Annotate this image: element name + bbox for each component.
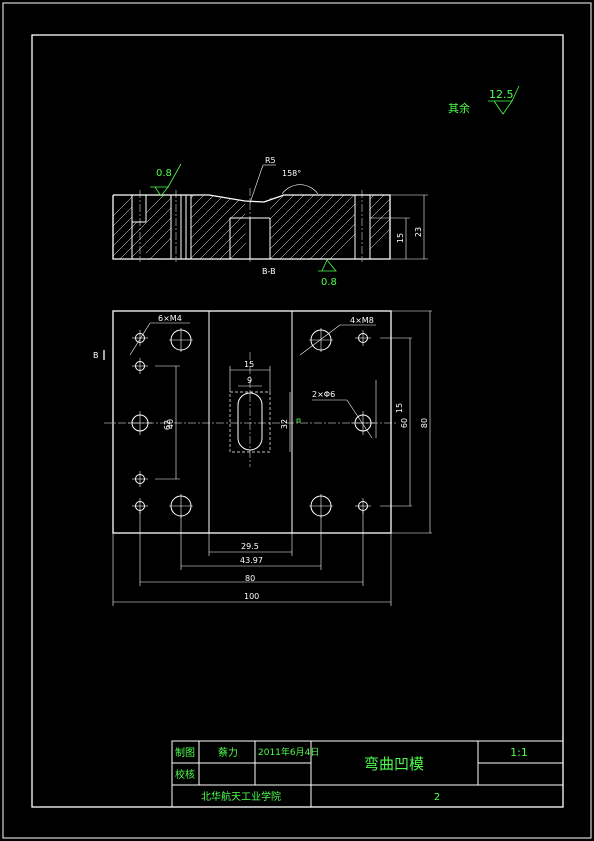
title-block: 制图 蔡力 2011年6月4日 校核 弯曲凹模 1:1 北华航天工业学院 2	[171, 740, 564, 808]
dim-29-5: 29.5	[241, 542, 259, 551]
hole	[169, 328, 193, 352]
roughness-other: 其余 12.5	[448, 85, 520, 115]
roughness-other-label: 其余	[448, 101, 470, 115]
roughness-section-top: 0.8	[156, 168, 172, 179]
hole	[132, 358, 148, 374]
hole	[351, 411, 375, 435]
inner-frame	[31, 34, 564, 808]
scale: 1:1	[510, 746, 528, 759]
dim-80: 80	[245, 574, 255, 583]
section-view: 23 15 R5 158° 0.8 0.8 B-B	[112, 156, 428, 288]
drawing-date: 2011年6月4日	[258, 746, 319, 758]
hole	[132, 471, 148, 487]
checked-label: 校核	[175, 768, 195, 781]
section-height-inner: 15	[396, 233, 405, 243]
dim-9: 9	[247, 376, 252, 385]
hole	[128, 411, 152, 435]
dim-62: 62	[163, 420, 172, 430]
roughness-section-bottom: 0.8	[321, 277, 337, 288]
hole	[355, 330, 371, 346]
section-angle: 158°	[282, 169, 301, 178]
dim-15-vertical: 15	[395, 403, 404, 413]
dim-40: 40	[166, 419, 175, 429]
hole	[132, 330, 148, 346]
dim-32: 32	[280, 419, 289, 429]
drawn-label: 制图	[175, 746, 195, 759]
hole	[309, 328, 333, 352]
holes-m8-label: 4×M8	[350, 316, 374, 325]
hole	[309, 494, 333, 518]
section-radius: R5	[265, 156, 276, 165]
dim-15: 15	[244, 360, 254, 369]
holes-m4-label: 6×M4	[158, 314, 182, 323]
dim-100: 100	[244, 592, 259, 601]
section-label: B-B	[262, 267, 276, 276]
drawn-by: 蔡力	[218, 746, 238, 759]
part-name: 弯曲凹模	[364, 755, 424, 773]
sheet-number: 2	[434, 792, 440, 803]
dim-60: 60	[400, 418, 409, 428]
hole	[169, 494, 193, 518]
roughness-other-value: 12.5	[489, 88, 514, 101]
section-height-total: 23	[414, 227, 423, 237]
plan-view: B 6×M4 4×M8 2×Φ6 15 9 32 40 60 80 15	[93, 310, 432, 606]
pins-label: 2×Φ6	[312, 390, 335, 399]
dim-80-vertical: 80	[420, 418, 429, 428]
school-name: 北华航天工业学院	[201, 790, 281, 803]
dim-43-97: 43.97	[240, 556, 263, 565]
section-marker: B	[93, 351, 99, 360]
